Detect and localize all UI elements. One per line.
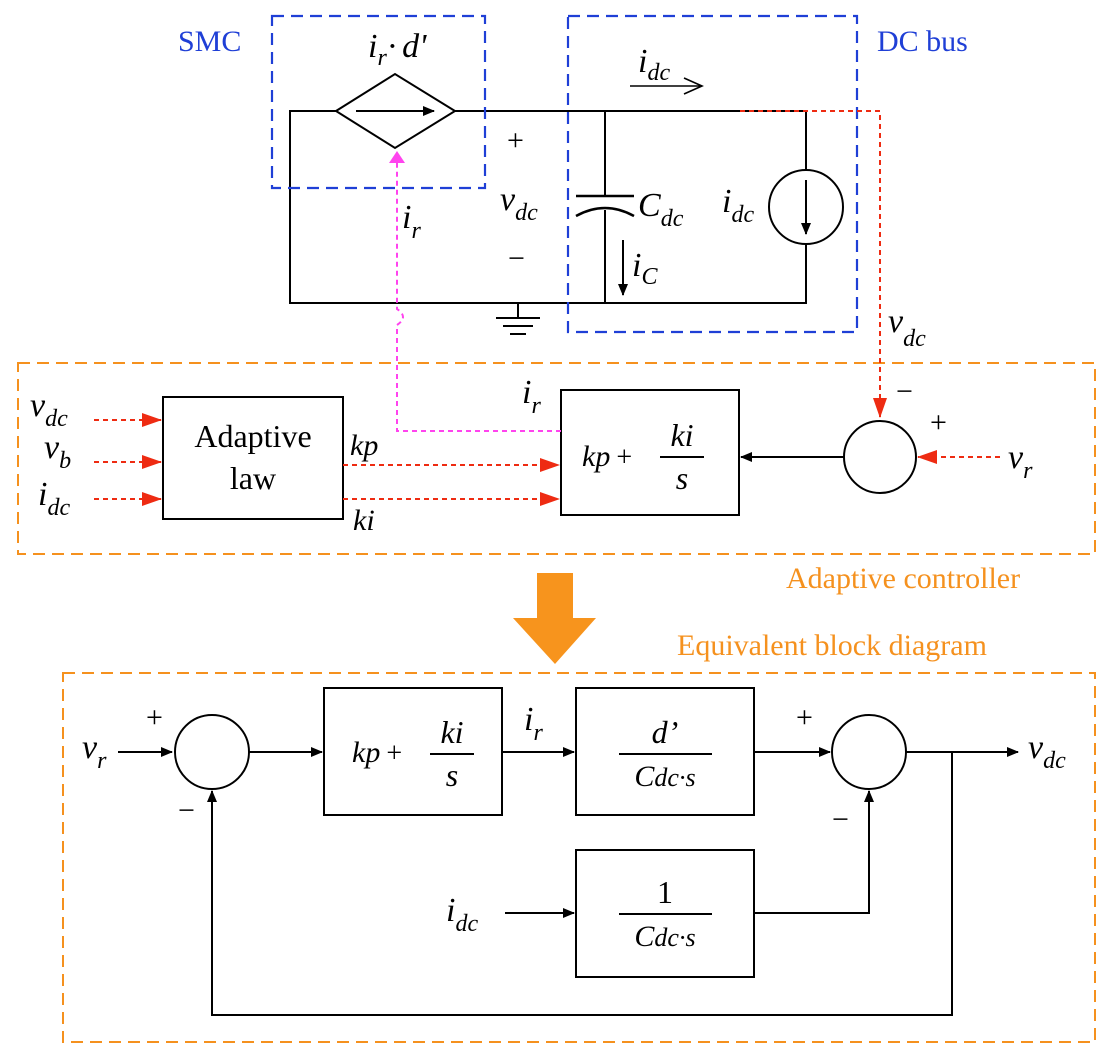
plant-denominator: Cdc·s [634,760,695,793]
circuit-wire [289,110,807,304]
pi-ki-eq: ki [440,714,463,750]
cdc-label: Cdc [638,187,684,232]
idc-top-label: idc [638,43,670,86]
vdc-output-label: vdc [1028,729,1066,774]
vdc-feedback-line [740,110,887,418]
sum-top-minus: − [896,375,913,408]
idc-input-label: idc [38,476,70,521]
dc-bus-box [566,14,859,334]
vdc-input-label: vdc [30,387,68,432]
pi-ki-top: ki [670,417,693,453]
pi-kp-eq: kp+ [352,736,402,769]
vdc-minus: − [508,242,525,275]
ki-output-label: ki [353,504,375,537]
sum2-minus: − [832,803,849,836]
idc-eq-label: idc [446,892,478,937]
ir-magenta-line [389,151,561,432]
plant-numerator: d’ [652,714,679,750]
idc-flow-arrow-head [683,77,704,95]
sum1-plus: + [146,701,163,734]
capacitor-plate-bottom [575,206,635,218]
transition-arrow [513,573,596,664]
vdc-feedback-label: vdc [888,303,926,352]
sum-junction-eq-1 [174,714,250,790]
pi-block-eq [323,687,503,816]
adaptive-law-block [162,396,344,520]
equivalent-block-diagram-box [62,672,1096,1043]
pi-kp-top: kp+ [582,440,632,473]
vr-input-label: vr [1008,439,1033,484]
equivalent-block-diagram-section: Equivalent block diagram vr + − kp+ ki s… [62,629,1096,1043]
ir-eq-label: ir [524,701,543,746]
sum1-minus: − [178,794,195,827]
plant-block [575,687,755,816]
equivalent-block-diagram-label: Equivalent block diagram [677,629,987,662]
idc-source-label: idc [722,183,754,228]
vdc-plus: + [507,124,524,157]
adaptive-controller-section: Adaptive controller Adaptive law kp+ ki … [17,110,1096,595]
adaptive-law-line1: Adaptive [194,418,311,454]
disturbance-denominator: Cdc·s [634,920,695,953]
vdc-label: vdc [500,181,538,226]
ic-label: iC [632,247,658,290]
adaptive-controller-box [17,362,1096,555]
circuit-section: SMC DC bus ir·d' idc + vdc − Cdc iC idc [178,14,968,352]
adaptive-law-line2: law [230,460,276,496]
feedback-loop [207,752,953,1016]
pi-s-eq: s [446,757,458,793]
ir-label-pi: ir [522,374,541,419]
sum2-plus: + [796,701,813,734]
pi-block-top [560,389,740,516]
sum-junction-top [843,420,917,494]
disturbance-to-sum2 [754,790,874,914]
vb-input-label: vb [44,429,71,474]
vr-eq-label: vr [82,729,107,774]
dc-bus-label: DC bus [877,25,968,58]
kp-output-label: kp [350,429,378,462]
smc-box [270,14,487,190]
disturbance-block [575,849,755,978]
adaptive-controller-label: Adaptive controller [786,562,1020,595]
sum-junction-eq-2 [831,714,907,790]
ir-d-prime-label: ir·d' [368,28,427,71]
disturbance-numerator: 1 [657,874,673,910]
smc-label: SMC [178,25,241,58]
ir-label-circuit: ir [402,199,421,244]
pi-s-top: s [676,460,688,496]
sum-top-plus: + [930,406,947,439]
